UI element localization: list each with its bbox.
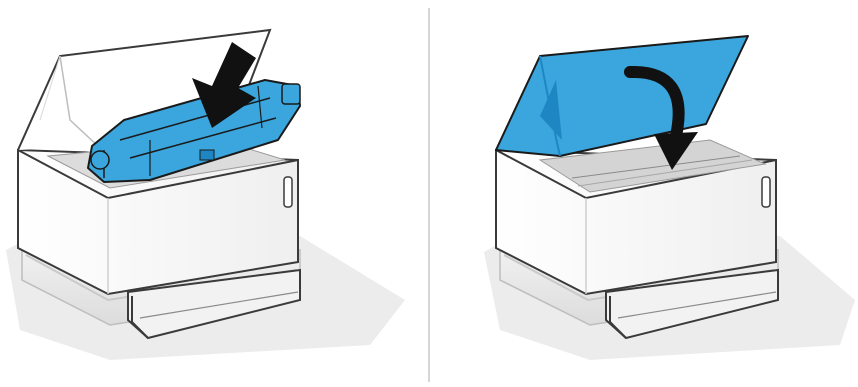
side-slot bbox=[762, 177, 770, 207]
side-slot bbox=[284, 177, 292, 207]
printer-cover-blue bbox=[496, 36, 748, 156]
panel-close-cover bbox=[484, 36, 855, 360]
panel-insert-cartridge bbox=[6, 30, 405, 360]
